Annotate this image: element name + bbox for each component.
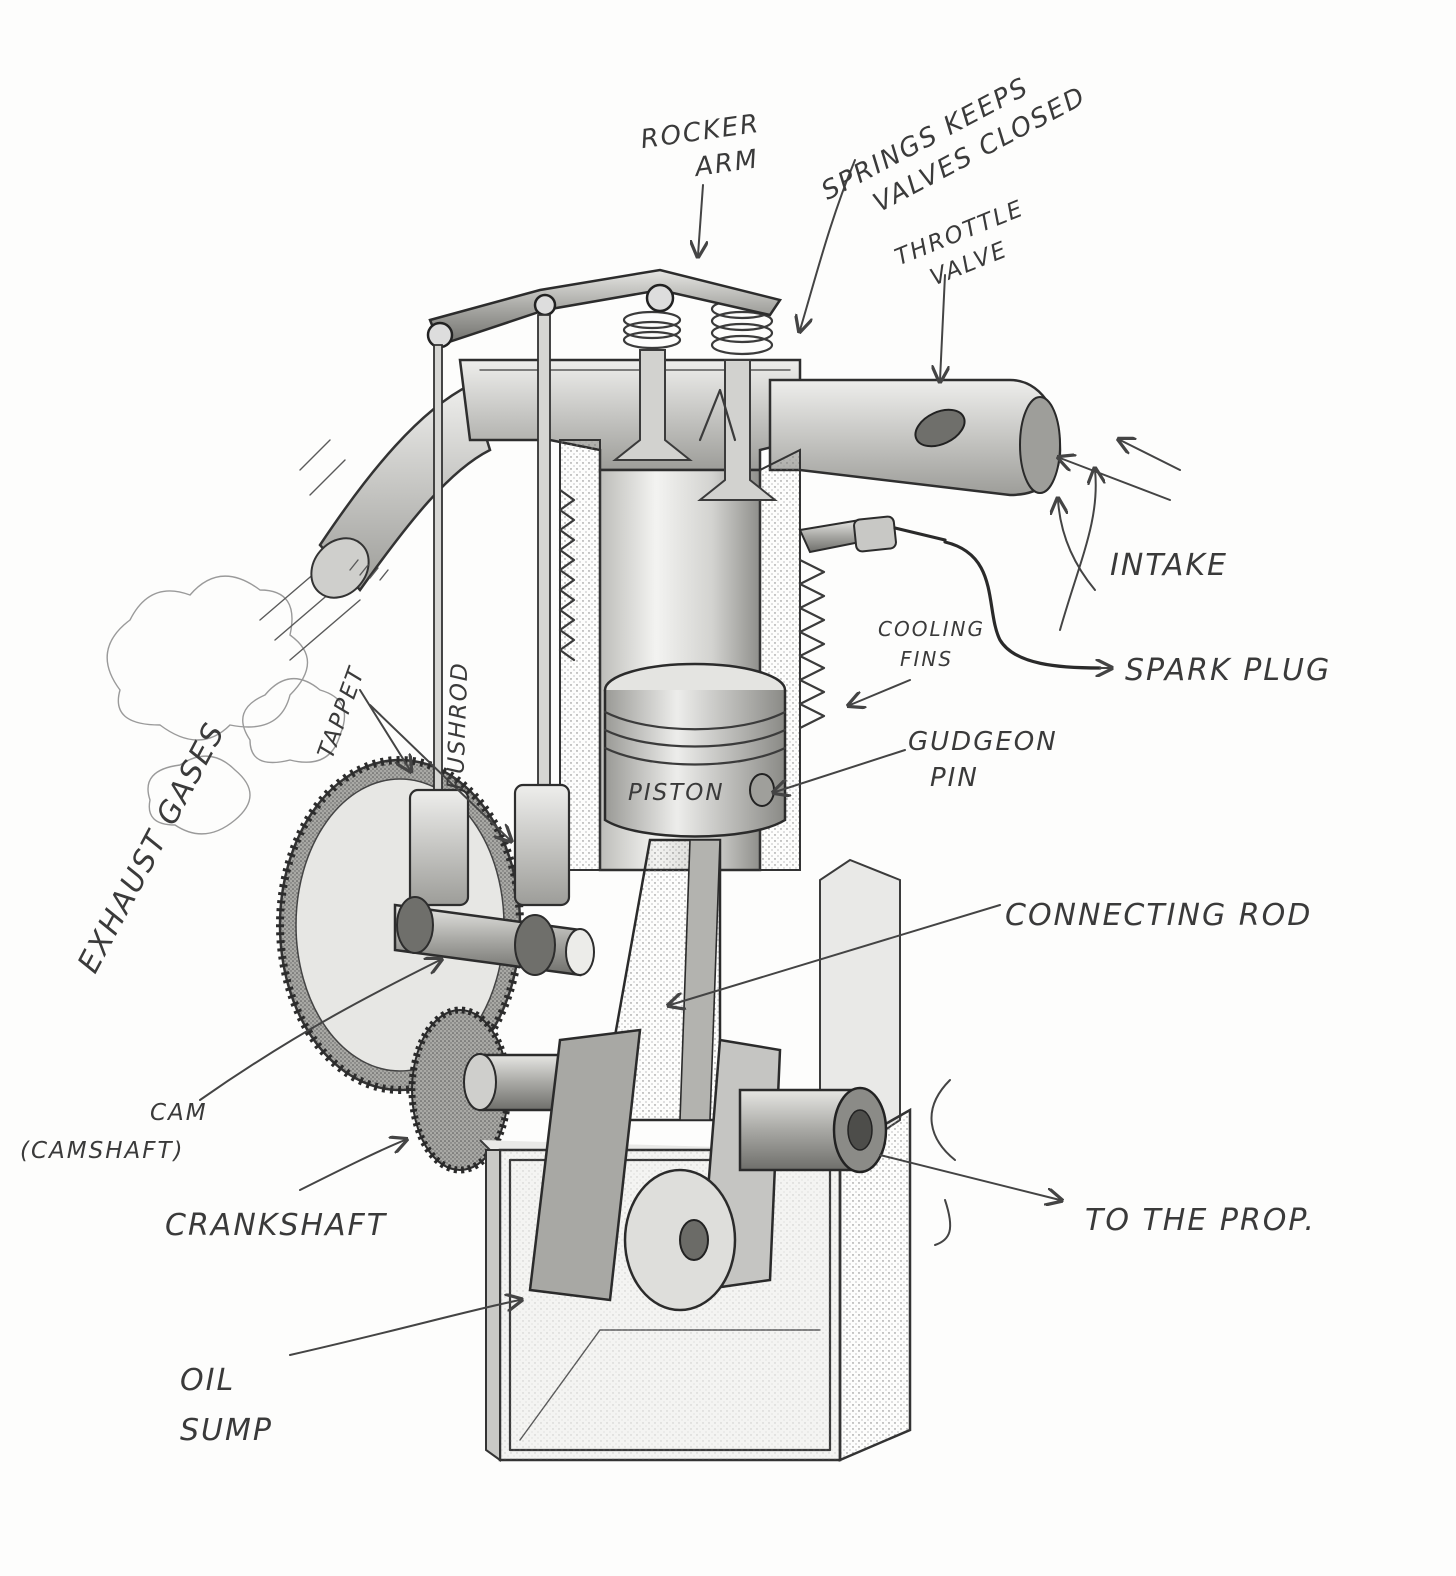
camshaft xyxy=(393,896,595,977)
oil-sump-label-line1: OIL xyxy=(180,1363,235,1398)
exhaust-cloud xyxy=(106,439,361,835)
label-cam: CAM (CAMSHAFT) xyxy=(20,1100,208,1164)
valves xyxy=(612,298,778,501)
rocker-arm xyxy=(426,268,783,349)
tappet-label: TAPPET xyxy=(313,663,370,762)
cooling-fins-label-line1: COOLING xyxy=(878,617,985,641)
piston-label: PISTON xyxy=(628,780,725,806)
pushrods xyxy=(408,314,571,907)
pushrod-label: PUSHROD xyxy=(443,661,473,790)
piston: PISTON xyxy=(603,662,787,838)
crankshaft xyxy=(463,1028,888,1312)
exhaust-gases-label: EXHAUST GASES xyxy=(71,717,233,979)
tappet-left xyxy=(408,788,470,907)
connecting-rod-label: CONNECTING ROD xyxy=(1005,898,1312,933)
label-throttle: THROTTLE VALVE xyxy=(891,196,1028,292)
exhaust-pipe xyxy=(310,383,492,599)
intake-pipe xyxy=(768,378,1062,497)
valve-spring-left xyxy=(622,310,682,350)
intake-label: INTAKE xyxy=(1110,548,1228,583)
gudgeon-pin xyxy=(749,773,775,807)
label-cooling-fins: COOLING FINS xyxy=(878,617,985,671)
cam-label-line2: (CAMSHAFT) xyxy=(20,1138,185,1164)
gudgeon-pin-label-line2: PIN xyxy=(930,763,979,793)
spark-plug xyxy=(798,515,1102,670)
spark-plug-label: SPARK PLUG xyxy=(1125,653,1331,688)
throttle-valve-disc xyxy=(914,408,966,448)
to-the-prop-label: TO THE PROP. xyxy=(1085,1203,1316,1238)
annotation-arrows xyxy=(199,159,1181,1356)
oil-sump-label-line2: SUMP xyxy=(180,1413,273,1448)
label-oil-sump: OIL SUMP xyxy=(180,1363,273,1448)
label-gudgeon-pin: GUDGEON PIN xyxy=(908,727,1058,793)
cam-label-line1: CAM xyxy=(150,1100,208,1126)
crankshaft-label: CRANKSHAFT xyxy=(165,1208,388,1243)
rocker-arm-label-line2: ARM xyxy=(691,144,761,183)
tappet-right xyxy=(513,783,571,907)
label-springs: SPRINGS KEEPS VALVES CLOSED xyxy=(817,72,1092,219)
label-rocker-arm: ROCKER ARM xyxy=(639,109,762,183)
gudgeon-pin-label-line1: GUDGEON xyxy=(908,727,1058,757)
cooling-fins xyxy=(558,488,826,730)
cooling-fins-label-line2: FINS xyxy=(900,647,953,671)
